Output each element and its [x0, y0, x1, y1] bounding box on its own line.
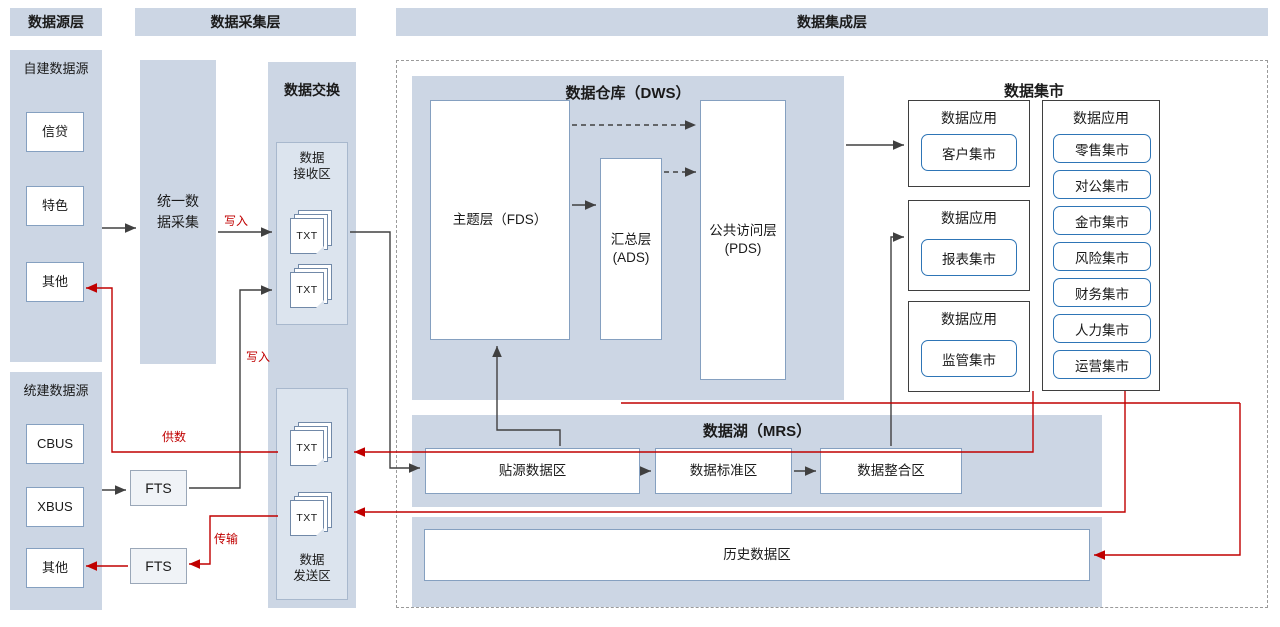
source-item-cbus: CBUS [26, 424, 84, 464]
unified-collection-box: 统一数 据采集 [140, 60, 216, 364]
unified-source-title: 统建数据源 [23, 383, 89, 398]
fts-box-top: FTS [130, 470, 187, 506]
lake-zone-standard: 数据标准区 [655, 448, 792, 494]
ads-summary-layer-box: 汇总层 (ADS) [600, 158, 662, 340]
edge-label-write-bottom: 写入 [246, 350, 271, 364]
data-exchange-title: 数据交换 [284, 82, 340, 98]
file-page-icon: TXT [290, 430, 324, 466]
mart-corporate: 对公集市 [1053, 170, 1151, 199]
header-integration-layer: 数据集成层 [396, 8, 1268, 36]
marts-title: 数据集市 [1003, 83, 1064, 100]
history-data-zone: 历史数据区 [424, 529, 1090, 581]
file-page-icon: TXT [290, 218, 324, 254]
pds-public-access-layer-box: 公共访问层 (PDS) [700, 100, 786, 380]
mart-hr: 人力集市 [1053, 314, 1151, 343]
source-item-credit: 信贷 [26, 112, 84, 152]
mart-operations: 运营集市 [1053, 350, 1151, 379]
data-app-group-1: 数据应用 客户集市 [908, 100, 1030, 187]
data-app-group-2: 数据应用 报表集市 [908, 200, 1030, 291]
data-app-label: 数据应用 [941, 210, 997, 226]
header-collection-layer: 数据采集层 [135, 8, 356, 36]
mart-customer: 客户集市 [921, 134, 1017, 171]
warehouse-title: 数据仓库（DWS） [565, 85, 691, 102]
source-item-special: 特色 [26, 186, 84, 226]
txt-file-icon: TXT [290, 264, 336, 312]
mart-finance: 财务集市 [1053, 278, 1151, 307]
lake-zone-source: 贴源数据区 [425, 448, 640, 494]
data-lake-title: 数据湖（MRS） [702, 423, 812, 440]
data-app-label: 数据应用 [941, 311, 997, 327]
edge-label-write-top: 写入 [224, 214, 249, 228]
fds-subject-layer-box: 主题层（FDS） [430, 100, 570, 340]
edge-label-supply: 供数 [162, 430, 187, 444]
txt-file-icon: TXT [290, 492, 336, 540]
txt-file-icon: TXT [290, 210, 336, 258]
data-app-label: 数据应用 [1073, 110, 1129, 126]
data-receive-label: 数据 接收区 [293, 151, 331, 182]
self-built-source-title: 自建数据源 [23, 61, 89, 76]
mart-regulatory: 监管集市 [921, 340, 1017, 377]
mart-risk: 风险集市 [1053, 242, 1151, 271]
data-send-label: 数据 发送区 [293, 553, 331, 584]
file-page-icon: TXT [290, 500, 324, 536]
data-app-group-3: 数据应用 监管集市 [908, 301, 1030, 392]
file-page-icon: TXT [290, 272, 324, 308]
source-item-other-self: 其他 [26, 262, 84, 302]
edge-label-transfer: 传输 [214, 532, 239, 546]
fts-box-bottom: FTS [130, 548, 187, 584]
mart-goldmarket: 金市集市 [1053, 206, 1151, 235]
source-item-other-unified: 其他 [26, 548, 84, 588]
data-app-group-right: 数据应用 零售集市 对公集市 金市集市 风险集市 财务集市 人力集市 运营集市 [1042, 100, 1160, 391]
mart-report: 报表集市 [921, 239, 1017, 276]
data-app-label: 数据应用 [941, 110, 997, 126]
txt-file-icon: TXT [290, 422, 336, 470]
source-item-xbus: XBUS [26, 487, 84, 527]
mart-retail: 零售集市 [1053, 134, 1151, 163]
header-source-layer: 数据源层 [10, 8, 102, 36]
lake-zone-integration: 数据整合区 [820, 448, 962, 494]
